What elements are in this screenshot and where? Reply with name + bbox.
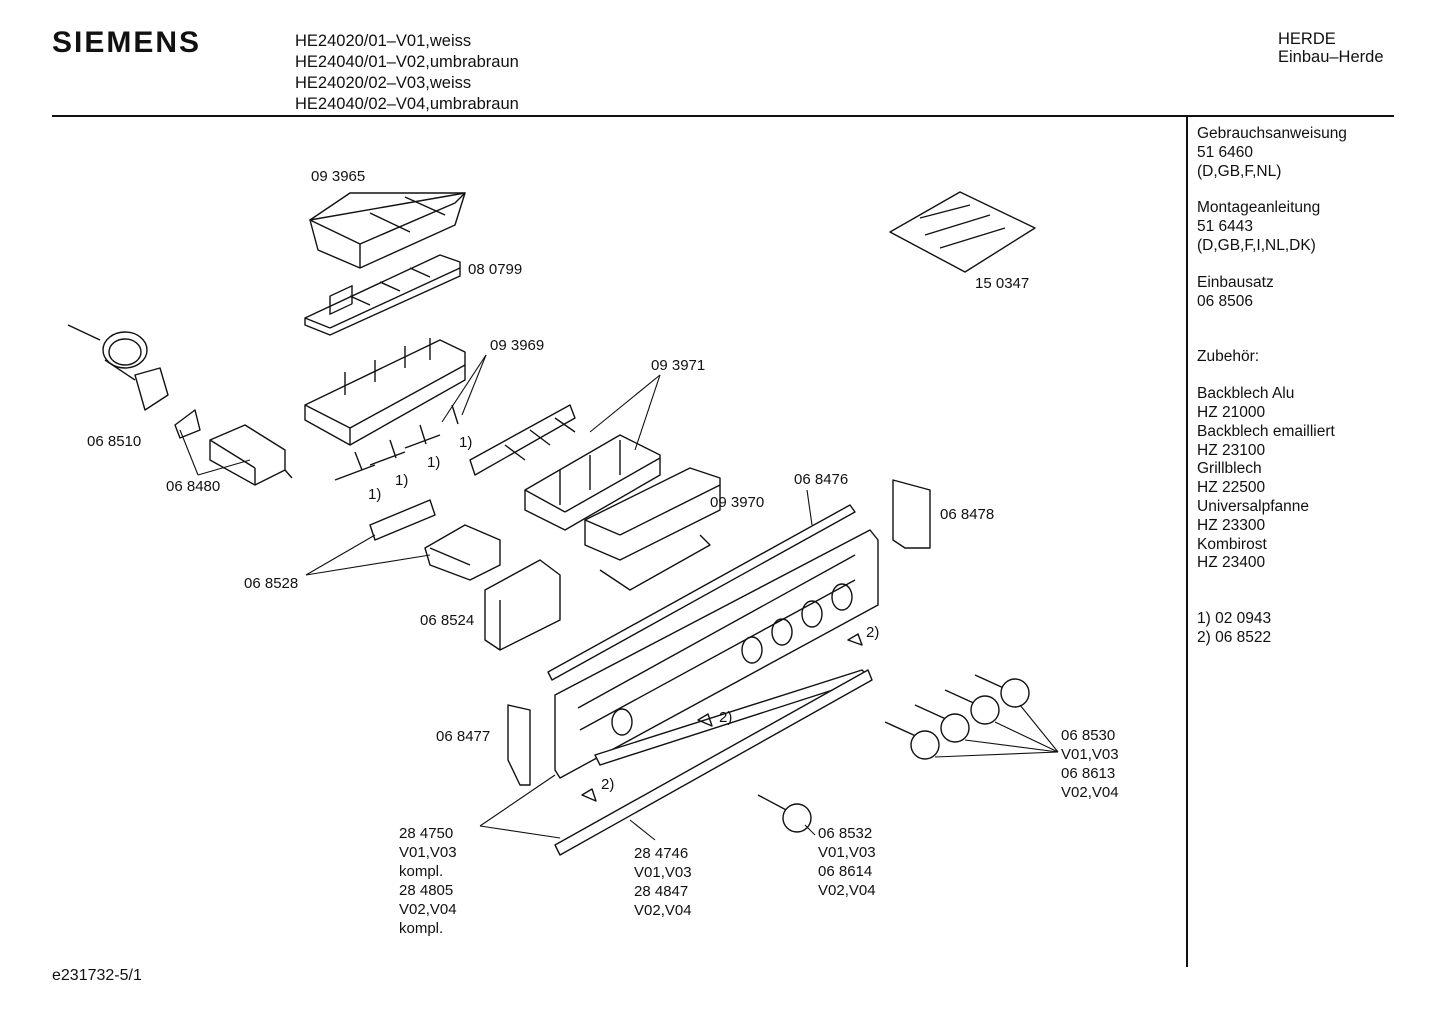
label-line: 28 4805 <box>399 882 454 899</box>
support-rail-drawing <box>584 467 721 591</box>
part-label: 09 3971 <box>651 357 706 374</box>
knobs-label: 06 8530 V01,V03 06 8613 V02,V04 <box>1061 726 1119 802</box>
footnote-item: 2) 06 8522 <box>1197 628 1272 646</box>
accessory-item: Backblech emailliert <box>1197 422 1335 440</box>
knobs-drawing <box>757 674 1030 833</box>
label-line: kompl. <box>399 920 444 937</box>
trim-strip-drawing <box>554 669 873 856</box>
accessories-title: Zubehör: <box>1197 348 1260 366</box>
part-label: 06 8528 <box>244 575 299 592</box>
brand-logo: SIEMENS <box>52 26 202 59</box>
manual-title: Gebrauchsanweisung <box>1197 125 1347 142</box>
header-divider <box>52 115 1394 117</box>
label-line: 28 4750 <box>399 825 454 842</box>
control-panel-drawing <box>547 504 879 779</box>
kit-title: Einbausatz <box>1197 273 1274 291</box>
model-line: HE24020/01–V01,weiss <box>295 32 472 50</box>
label-line: 06 8614 <box>818 863 873 880</box>
manual-block: Gebrauchsanweisung 51 6460 (D,GB,F,NL) <box>1197 125 1347 181</box>
label-line: 28 4746 <box>634 845 689 862</box>
label-line: kompl. <box>399 863 444 880</box>
accessories-list: Backblech Alu HZ 21000 Backblech emailli… <box>1197 385 1347 573</box>
footnote-marker: 1) <box>459 434 473 451</box>
accessory-item: HZ 22500 <box>1197 479 1266 497</box>
accessory-item: Backblech Alu <box>1197 385 1295 403</box>
part-label: 09 3970 <box>710 494 765 511</box>
label-line: V01,V03 <box>1061 746 1119 763</box>
label-line: V02,V04 <box>818 882 876 899</box>
accessory-item: Grillblech <box>1197 460 1262 478</box>
model-line: HE24020/02–V03,weiss <box>295 74 472 92</box>
manual-langs: (D,GB,F,NL) <box>1197 162 1282 180</box>
part-label: 06 8478 <box>940 506 995 523</box>
panel-strip-label: 28 4750 V01,V03 kompl. 28 4805 V02,V04 k… <box>399 824 457 938</box>
sidebar-info: Gebrauchsanweisung 51 6460 (D,GB,F,NL) M… <box>1197 125 1347 648</box>
accessory-item: HZ 21000 <box>1197 403 1266 421</box>
kit-block: Einbausatz 06 8506 <box>1197 274 1347 312</box>
part-label: 06 8524 <box>420 612 475 629</box>
frame-part-drawing <box>304 254 461 336</box>
label-line: 06 8532 <box>818 825 873 842</box>
category-sub: Einbau–Herde <box>1278 48 1384 66</box>
manual-number: 51 6460 <box>1197 143 1254 161</box>
accessory-item: HZ 23300 <box>1197 516 1266 534</box>
label-line: 06 8613 <box>1061 765 1116 782</box>
label-line: 28 4847 <box>634 883 689 900</box>
switch-block-drawing <box>304 338 466 481</box>
mounting-block: Montageanleitung 51 6443 (D,GB,F,I,NL,DK… <box>1197 199 1347 255</box>
part-label: 15 0347 <box>975 275 1030 292</box>
footnote-item: 1) 02 0943 <box>1197 610 1272 628</box>
bracket-with-shoes-drawing <box>469 404 661 531</box>
category: HERDE Einbau–Herde <box>1278 30 1384 66</box>
mounting-number: 51 6443 <box>1197 218 1254 236</box>
part-label: 06 8480 <box>166 478 221 495</box>
tray-part-drawing <box>309 192 466 269</box>
rotary-switch-drawing <box>209 424 293 486</box>
footnote-marker: 1) <box>427 454 441 471</box>
footnotes: 1) 02 0943 2) 06 8522 <box>1197 610 1347 648</box>
screw-bag-drawing <box>889 191 1036 273</box>
model-list: HE24020/01–V01,weiss HE24040/01–V02,umbr… <box>295 31 519 115</box>
model-line: HE24040/01–V02,umbrabraun <box>295 53 519 71</box>
label-line: V02,V04 <box>399 901 457 918</box>
part-label: 06 8476 <box>794 471 849 488</box>
footnote-marker: 1) <box>368 486 382 503</box>
label-line: V01,V03 <box>634 864 692 881</box>
accessory-item: HZ 23400 <box>1197 554 1266 572</box>
part-label: 06 8477 <box>436 728 491 745</box>
footnote-marker: 2) <box>719 709 733 726</box>
footnote-marker: 2) <box>866 624 880 641</box>
thermostat-drawing <box>67 324 201 439</box>
kit-number: 06 8506 <box>1197 292 1254 310</box>
part-label: 08 0799 <box>468 261 523 278</box>
label-line: V01,V03 <box>818 844 876 861</box>
exploded-parts-drawing <box>67 191 1059 856</box>
single-knob-label: 06 8532 V01,V03 06 8614 V02,V04 <box>818 824 876 900</box>
clips-drawing <box>581 633 863 802</box>
bottom-strip-label: 28 4746 V01,V03 28 4847 V02,V04 <box>634 844 692 920</box>
document-id: e231732-5/1 <box>52 967 142 984</box>
footnote-marker: 2) <box>601 776 615 793</box>
accessory-item: HZ 23100 <box>1197 441 1266 459</box>
accessory-item: Kombirost <box>1197 535 1267 553</box>
sidebar-divider <box>1186 117 1188 967</box>
footnote-marker: 1) <box>395 472 409 489</box>
side-bracket-right-drawing <box>892 479 931 549</box>
mounting-langs: (D,GB,F,I,NL,DK) <box>1197 236 1316 254</box>
clip-bracket-drawing <box>369 499 501 581</box>
side-bracket-left-drawing <box>507 704 531 786</box>
part-label: 09 3965 <box>311 168 366 185</box>
part-label: 09 3969 <box>490 337 545 354</box>
mounting-title: Montageanleitung <box>1197 199 1321 217</box>
model-line: HE24040/02–V04,umbrabraun <box>295 95 519 113</box>
accessory-item: Universalpfanne <box>1197 497 1310 515</box>
part-label: 06 8510 <box>87 433 142 450</box>
category-main: HERDE <box>1278 30 1336 48</box>
mounting-bracket-drawing <box>484 559 561 651</box>
label-line: V02,V04 <box>634 902 692 919</box>
label-line: V01,V03 <box>399 844 457 861</box>
label-line: V02,V04 <box>1061 784 1119 801</box>
label-line: 06 8530 <box>1061 727 1116 744</box>
